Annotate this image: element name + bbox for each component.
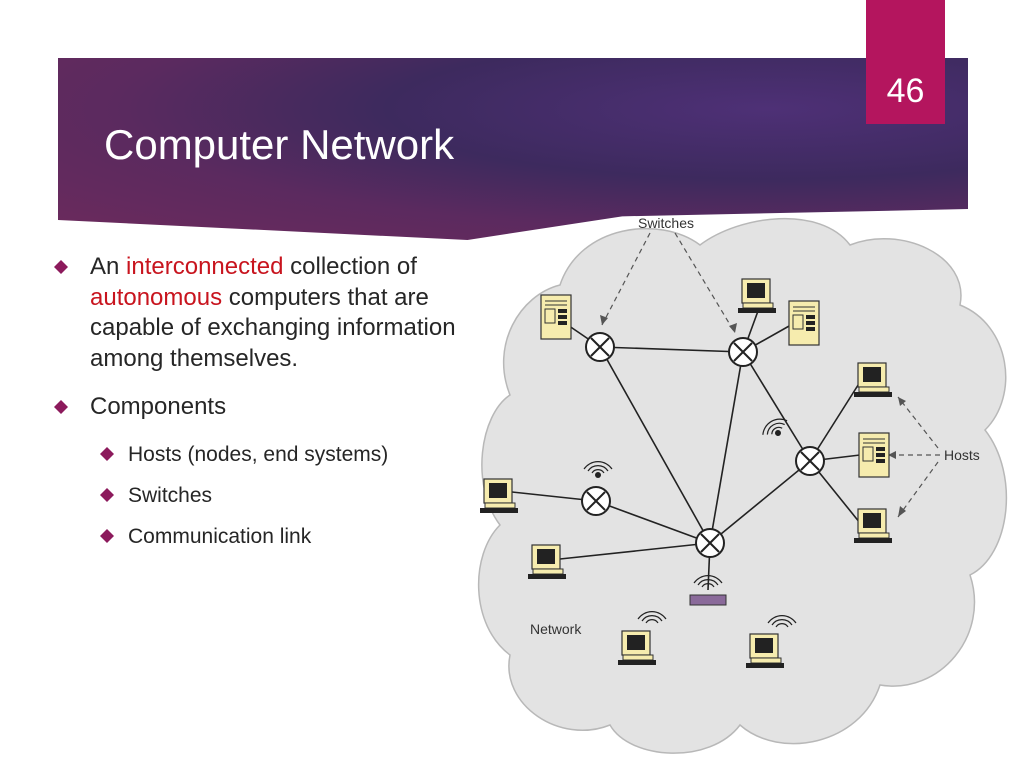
sub-bullet-text: Switches [128, 483, 213, 507]
title-band [58, 58, 968, 240]
page-number: 46 [886, 72, 925, 110]
definition-text-1: An [90, 253, 127, 280]
diamond-bullet-icon [100, 446, 114, 461]
diamond-bullet-icon [100, 528, 114, 543]
components-label: Components [90, 393, 227, 420]
bullet-components: Components [52, 392, 462, 423]
definition-text-2: collection of [283, 253, 417, 280]
diamond-bullet-icon [54, 400, 68, 414]
diamond-bullet-icon [100, 487, 114, 502]
bullet-definition: An interconnected collection of autonomo… [52, 252, 462, 374]
diamond-bullet-icon [54, 260, 68, 274]
sub-bullet-text: Communication link [128, 524, 312, 548]
term-interconnected: interconnected [126, 253, 284, 280]
sub-bullet-switches: Switches [52, 482, 462, 509]
network-diagram: Switches Hosts Network [470, 205, 1024, 768]
term-autonomous: autonomous [90, 283, 223, 311]
network-label: Network [530, 621, 582, 637]
bullet-list: An interconnected collection of autonomo… [52, 252, 462, 564]
page-number-box [866, 0, 945, 124]
sub-bullet-link: Communication link [52, 523, 462, 550]
definition-text-3: computers that are capable of exchanging… [90, 283, 456, 372]
sub-bullet-hosts: Hosts (nodes, end systems) [52, 441, 462, 468]
hosts-label: Hosts [944, 447, 980, 463]
sub-bullet-text: Hosts (nodes, end systems) [128, 442, 389, 466]
switches-label: Switches [638, 215, 694, 231]
slide-title: Computer Network [104, 121, 455, 168]
